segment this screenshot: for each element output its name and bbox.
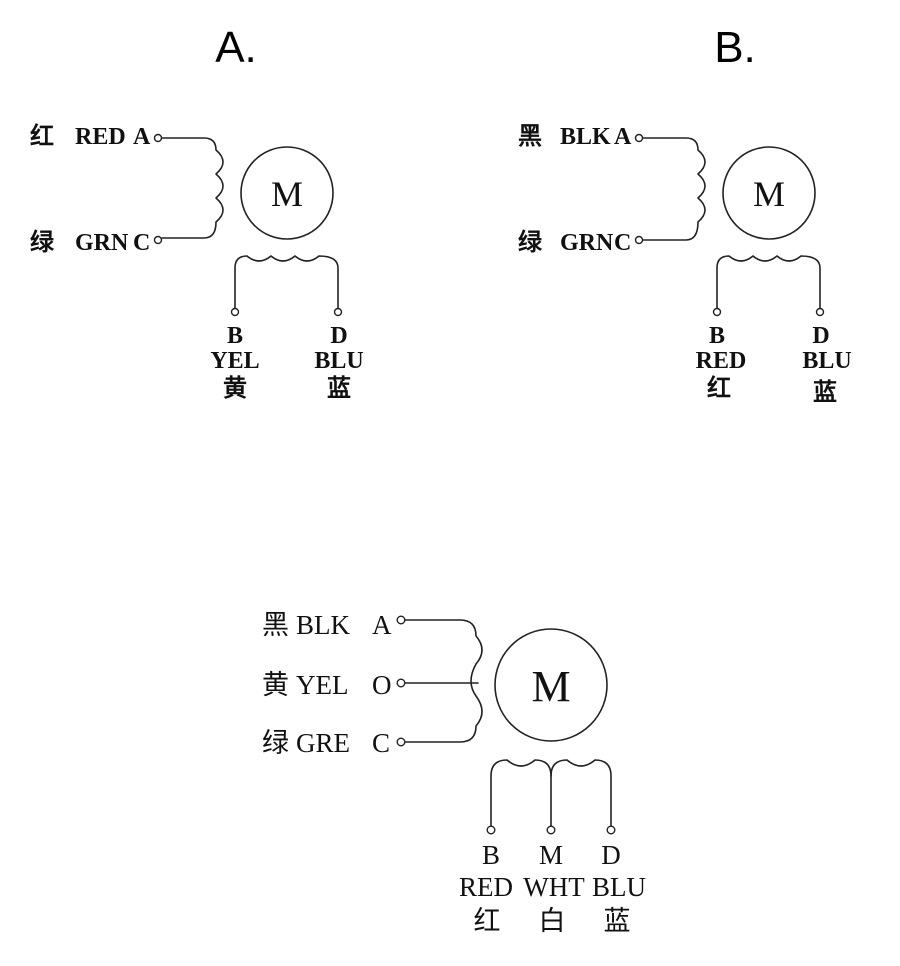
diagram-c-row1-cn: 黑 xyxy=(262,610,289,640)
diagram-c-lead-d-cn: 蓝 xyxy=(604,906,631,936)
diagram-c-row1-terminal: A xyxy=(372,610,392,640)
diagram-c-row3-cn: 绿 xyxy=(262,728,289,758)
diagram-a-label-a-terminal: A xyxy=(133,124,151,150)
diagram-a-motor-label: M xyxy=(271,174,303,214)
diagram-a-lead-b-color: YEL xyxy=(210,348,259,374)
diagram-b-terminal-c xyxy=(634,235,644,245)
diagram-b-terminal-a xyxy=(634,133,644,143)
diagram-b-coil-bd xyxy=(716,255,821,309)
diagram-c-lead-m-color: WHT xyxy=(523,872,585,902)
diagram-c-lead-b-cn: 红 xyxy=(474,906,501,936)
diagram-b-lead-b-terminal: B xyxy=(709,323,725,349)
diagram-a-terminal-c xyxy=(153,235,163,245)
diagram-c: 黑 BLK A 黄 YEL O 绿 GRE C M B M D RED WHT … xyxy=(262,610,646,936)
diagram-c-motor-label: M xyxy=(531,662,570,711)
diagram-b-label-a-color: BLK xyxy=(560,124,611,150)
diagram-c-terminal-d xyxy=(606,825,616,835)
diagram-c-terminal-b xyxy=(486,825,496,835)
diagram-a-label-c-terminal: C xyxy=(133,230,150,256)
diagram-c-lead-m-terminal: M xyxy=(539,840,563,870)
diagram-c-terminal-m xyxy=(546,825,556,835)
diagram-a-label-a-cn: 红 xyxy=(30,122,54,150)
diagram-a-motor xyxy=(240,146,334,240)
diagram-a-coil-bd xyxy=(234,255,339,309)
diagram-c-row2-terminal: O xyxy=(372,670,392,700)
diagram-c-terminal-o xyxy=(396,678,406,688)
diagram-c-coil-bmd xyxy=(490,759,612,827)
diagram-a-terminal-b xyxy=(230,307,240,317)
diagram-b-label-c-color: GRN xyxy=(560,230,614,256)
diagram-a-lead-d-color: BLU xyxy=(314,348,363,374)
diagram-a-lead-b-terminal: B xyxy=(227,323,243,349)
diagram-a-terminal-d xyxy=(333,307,343,317)
diagram-a-lead-d-cn: 蓝 xyxy=(327,375,351,402)
diagram-b-label-c-terminal: C xyxy=(614,230,631,256)
diagram-a-title: A. xyxy=(215,23,257,72)
diagram-b-motor-label: M xyxy=(753,174,785,214)
diagram-b-lead-b-cn: 红 xyxy=(707,374,731,402)
diagram-c-lead-b-terminal: B xyxy=(482,840,500,870)
diagram-a-lead-b-cn: 黄 xyxy=(223,375,247,402)
diagram-c-terminal-c xyxy=(396,737,406,747)
diagram-b-lead-d-cn: 蓝 xyxy=(813,379,837,406)
diagram-c-coil-aoc xyxy=(404,619,483,743)
diagram-b-label-c-cn: 绿 xyxy=(518,228,543,256)
diagram-b-title: B. xyxy=(714,23,756,72)
diagram-b-terminal-d xyxy=(815,307,825,317)
diagram-c-lead-b-color: RED xyxy=(459,872,513,902)
diagram-c-row1-color: BLK xyxy=(296,610,351,640)
diagram-c-lead-m-cn: 白 xyxy=(539,906,566,936)
diagram-b-coil-ac xyxy=(642,137,706,241)
diagram-b-motor xyxy=(722,146,816,240)
diagram-a: A. 红 RED A 绿 GRN C M B YEL 黄 D BLU 蓝 xyxy=(30,23,364,402)
diagram-a-label-c-color: GRN xyxy=(75,230,129,256)
diagram-c-motor xyxy=(494,628,608,742)
diagram-c-row3-color: GRE xyxy=(296,728,350,758)
diagram-c-terminal-a xyxy=(396,615,406,625)
diagram-c-row3-terminal: C xyxy=(372,728,390,758)
diagram-b: B. 黑 BLK A 绿 GRN C M B RED 红 D BLU 蓝 xyxy=(518,23,852,406)
diagram-a-label-c-cn: 绿 xyxy=(30,228,55,256)
diagram-c-row2-cn: 黄 xyxy=(262,670,289,700)
diagram-b-label-a-cn: 黑 xyxy=(518,124,542,150)
diagram-b-terminal-b xyxy=(712,307,722,317)
diagram-a-label-a-color: RED xyxy=(75,124,126,150)
diagram-b-lead-d-terminal: D xyxy=(812,323,829,349)
diagram-a-lead-d-terminal: D xyxy=(330,323,347,349)
diagram-b-lead-d-color: BLU xyxy=(802,348,851,374)
diagram-c-lead-d-color: BLU xyxy=(592,872,646,902)
diagram-a-coil-ac xyxy=(161,137,224,239)
diagram-b-lead-b-color: RED xyxy=(696,348,747,374)
diagram-a-terminal-a xyxy=(153,133,163,143)
diagram-c-row2-color: YEL xyxy=(296,670,348,700)
diagram-b-label-a-terminal: A xyxy=(614,124,632,150)
diagram-c-lead-d-terminal: D xyxy=(601,840,621,870)
